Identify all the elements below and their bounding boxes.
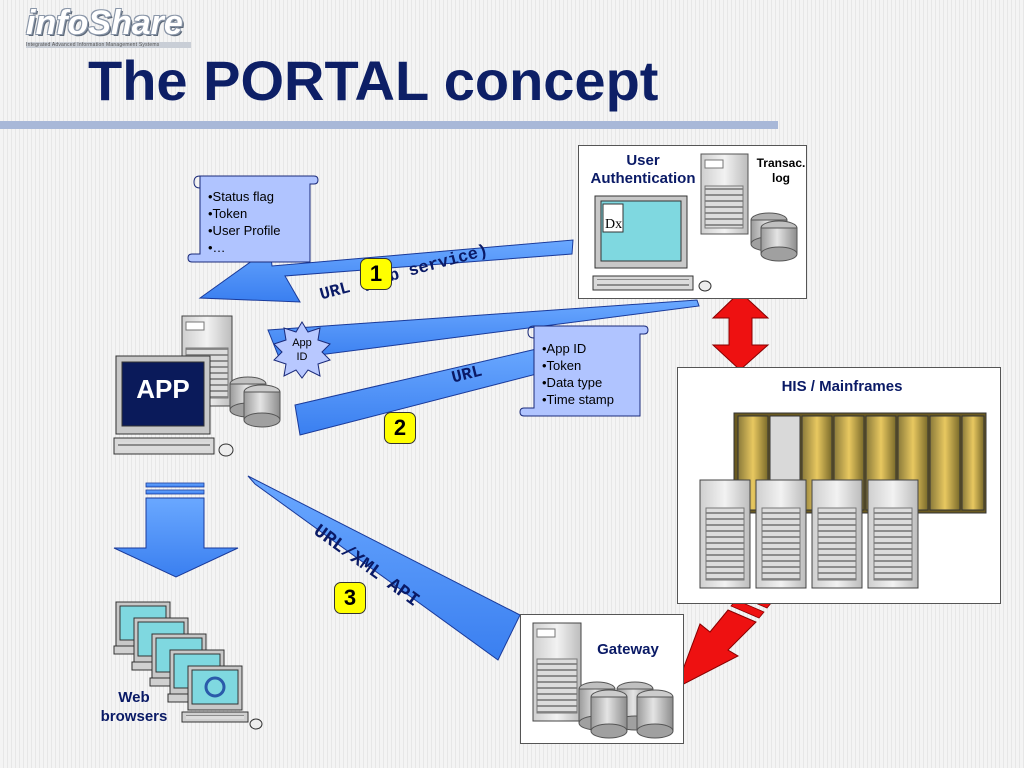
arrow-url-xml-api [247, 475, 521, 661]
scroll-shape [519, 325, 649, 417]
gateway-panel: Gateway [520, 614, 684, 744]
logo-wordmark: infoShare [26, 4, 183, 42]
browser-monitor [181, 665, 263, 730]
app-id-label: App ID [292, 337, 312, 363]
arrow-app-to-browsers [113, 482, 239, 578]
his-panel: HIS / Mainframes [677, 367, 1001, 604]
gateway-disks [578, 681, 674, 739]
note-item: •Time stamp [542, 392, 614, 407]
note-item: •User Profile [208, 223, 281, 238]
note-item: •Token [542, 358, 582, 373]
mainframe-cluster [699, 412, 987, 589]
arrow-auth-to-app [198, 239, 574, 303]
app-id-badge [273, 321, 331, 379]
mainframe-racks [733, 412, 987, 514]
server-towers [699, 479, 919, 589]
web-browsers-label: Web browsers [100, 689, 168, 725]
note-app-items: •App ID •Token •Data type •Time stamp [542, 340, 642, 408]
scroll-shape [187, 175, 319, 263]
note-item: •Data type [542, 375, 603, 390]
note-status-items: •Status flag •Token •User Profile •… [208, 188, 308, 256]
arrow-url [294, 346, 553, 436]
app-workstation [113, 315, 281, 457]
step-3-badge: 3 [334, 582, 366, 614]
note-item: •Token [208, 206, 248, 221]
gateway-server [532, 622, 674, 739]
transac-log-label: Transac. log [756, 156, 806, 185]
screen-glyph: Dx [605, 217, 622, 232]
step-1-badge: 1 [360, 258, 392, 290]
web-browser-monitors [113, 601, 263, 730]
his-label: HIS / Mainframes [781, 378, 903, 395]
gateway-label: Gateway [597, 641, 659, 658]
auth-panel: User Authentication Transac. log Dx [578, 145, 807, 299]
note-item: •Status flag [208, 189, 274, 204]
logo-tagline: Integrated Advanced Information Manageme… [26, 42, 191, 48]
page-title: The PORTAL concept [88, 49, 659, 112]
auth-label: User Authentication [590, 152, 696, 187]
note-scroll-app: •App ID •Token •Data type •Time stamp [519, 322, 649, 418]
note-item: •… [208, 240, 226, 255]
red-arrow-to-gateway [675, 589, 773, 690]
auth-workstation: Dx [592, 153, 798, 292]
arrow-url-web-service [267, 299, 700, 361]
note-item: •App ID [542, 341, 587, 356]
step-2-badge: 2 [384, 412, 416, 444]
red-double-arrow [711, 291, 770, 371]
logo: infoShare Integrated Advanced Informatio… [8, 4, 193, 52]
app-label: APP [136, 374, 190, 404]
title-underline [0, 121, 778, 129]
note-scroll-status: •Status flag •Token •User Profile •… [187, 170, 319, 264]
